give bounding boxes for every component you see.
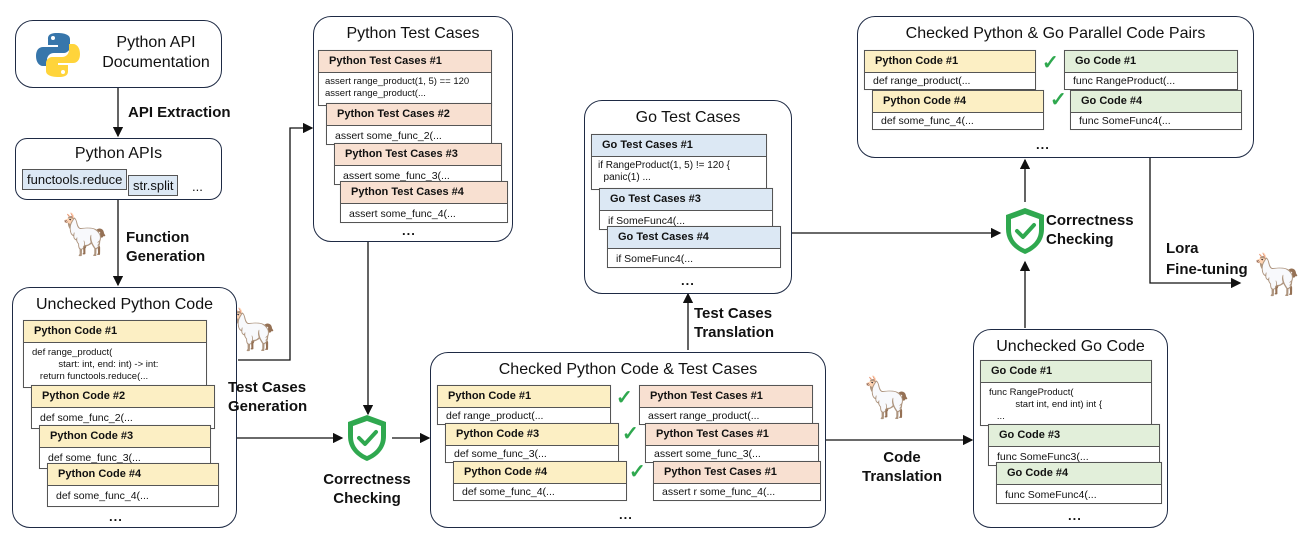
check-icon: ✓: [1050, 89, 1067, 111]
python-code-card: Python Code #4 def some_func_4(...: [47, 463, 219, 507]
more-ellipsis: ...: [1068, 508, 1082, 523]
python-logo-icon: [34, 31, 82, 79]
go-code-card: Go Code #4 func SomeFunc4(...: [996, 462, 1162, 504]
python-test-card: Python Test Cases #1 assert range_produc…: [318, 50, 492, 106]
more-ellipsis: ...: [109, 509, 123, 524]
go-test-cases-panel: Go Test Cases Go Test Cases #1 if RangeP…: [584, 100, 792, 294]
python-apis-panel: Python APIs functools.reduce str.split .…: [15, 138, 222, 200]
python-test-card: Python Test Cases #4 assert some_func_4(…: [340, 181, 508, 223]
more-ellipsis: ...: [681, 273, 695, 288]
check-icon: ✓: [1042, 52, 1059, 74]
go-code-card: Go Code #3 func SomeFunc3(...: [988, 424, 1160, 466]
llama-icon: 🦙: [60, 213, 110, 257]
python-test-cases-panel: Python Test Cases Python Test Cases #1 a…: [313, 16, 513, 242]
api-item: functools.reduce: [22, 169, 128, 190]
shield-check-icon: [342, 412, 392, 464]
python-code-card: Python Code #2 def some_func_2(...: [31, 385, 215, 429]
llama-icon: 🦙: [862, 376, 912, 420]
go-test-card: Go Test Cases #3 if SomeFunc4(...: [599, 188, 773, 230]
more-ellipsis: ...: [1036, 137, 1050, 152]
python-code-card: Python Code #1 def range_product(...: [437, 385, 611, 425]
python-test-card: Python Test Cases #1 assert range_produc…: [639, 385, 813, 425]
checked-python-code-tests-panel: Checked Python Code & Test Cases Python …: [430, 352, 826, 528]
python-apis-title: Python APIs: [74, 145, 163, 162]
doc-title-line1: Python API: [116, 34, 196, 51]
more-ellipsis: ...: [619, 507, 633, 522]
python-api-documentation-panel: Python API Documentation: [15, 20, 222, 88]
api-item: str.split: [128, 175, 179, 196]
go-code-card: Go Code #1 func RangeProduct( start int,…: [980, 360, 1152, 426]
python-code-card: Python Code #4 def some_func_4(...: [872, 90, 1044, 130]
shield-check-icon: [1000, 203, 1050, 259]
python-test-card: Python Test Cases #1 assert some_func_3(…: [645, 423, 819, 463]
check-icon: ✓: [622, 423, 639, 445]
python-code-card: Python Code #1 def range_product(...: [864, 50, 1036, 90]
go-code-card: Go Code #1 func RangeProduct(...: [1064, 50, 1238, 90]
unchecked-python-code-panel: Unchecked Python Code Python Code #1 def…: [12, 287, 237, 528]
go-test-card: Go Test Cases #1 if RangeProduct(1, 5) !…: [591, 134, 767, 190]
checked-python-title: Checked Python Code & Test Cases: [498, 361, 758, 378]
unchecked-go-code-panel: Unchecked Go Code Go Code #1 func RangeP…: [973, 329, 1168, 528]
python-code-card: Python Code #3 def some_func_3(...: [445, 423, 619, 463]
unchecked-python-title: Unchecked Python Code: [36, 296, 213, 313]
python-code-card: Python Code #4 def some_func_4(...: [453, 461, 627, 501]
python-code-card: Python Code #3 def some_func_3(...: [39, 425, 211, 469]
go-code-card: Go Code #4 func SomeFunc4(...: [1070, 90, 1242, 130]
python-test-card: Python Test Cases #3 assert some_func_3(…: [334, 143, 502, 185]
go-test-cases-title: Go Test Cases: [635, 109, 741, 126]
doc-title-line2: Documentation: [102, 54, 210, 71]
check-icon: ✓: [629, 461, 646, 483]
python-test-card: Python Test Cases #1 assert r some_func_…: [653, 461, 821, 501]
python-code-card: Python Code #1 def range_product( start:…: [23, 320, 207, 388]
more-ellipsis: ...: [192, 179, 203, 194]
parallel-pairs-title: Checked Python & Go Parallel Code Pairs: [905, 25, 1206, 42]
check-icon: ✓: [616, 387, 633, 409]
more-ellipsis: ...: [402, 223, 416, 238]
api-extraction-label: API Extraction: [128, 104, 231, 121]
go-test-card: Go Test Cases #4 if SomeFunc4(...: [607, 226, 781, 268]
python-test-card: Python Test Cases #2 assert some_func_2(…: [326, 103, 492, 145]
parallel-code-pairs-panel: Checked Python & Go Parallel Code Pairs …: [857, 16, 1254, 158]
llama-icon: 🦙: [1252, 253, 1302, 297]
unchecked-go-title: Unchecked Go Code: [996, 338, 1145, 355]
python-test-cases-title: Python Test Cases: [346, 25, 480, 42]
